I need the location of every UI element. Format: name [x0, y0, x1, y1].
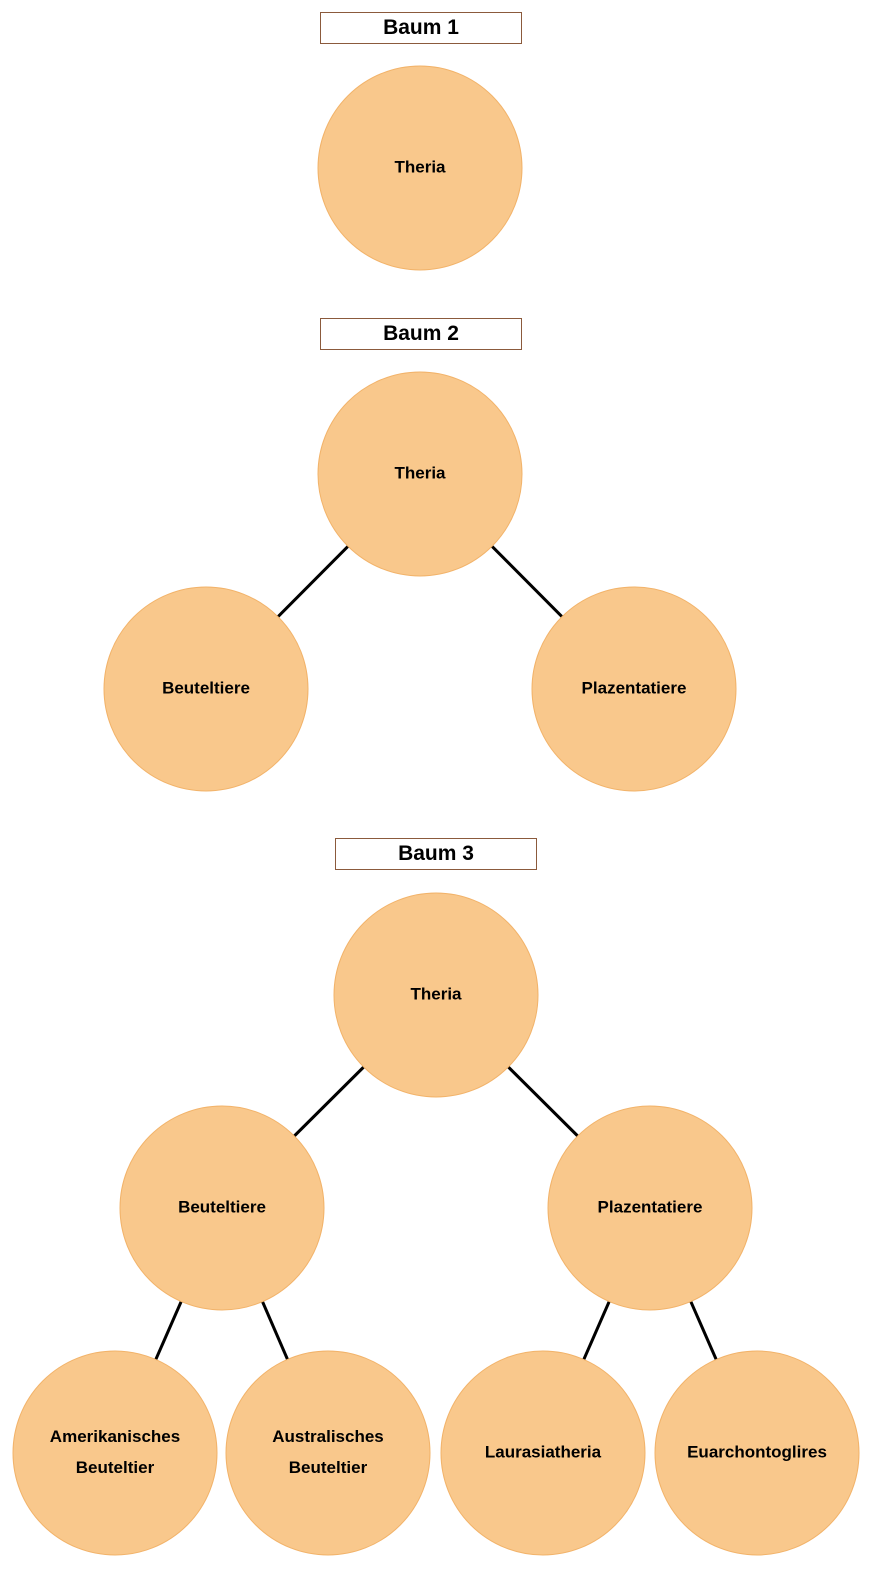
edge-t3-plazentatiere-to-t3-laurasiatheria: [582, 1300, 611, 1361]
node-t3-euarchontoglires: Euarchontoglires: [654, 1350, 860, 1556]
node-circle: [119, 1105, 325, 1311]
node-label: Theria: [410, 984, 462, 1003]
node-label: Plazentatiere: [582, 678, 687, 697]
node-t2-beuteltiere: Beuteltiere: [103, 586, 309, 792]
node-label: Theria: [394, 463, 446, 482]
edge-t3-theria-to-t3-beuteltiere: [293, 1065, 365, 1138]
node-circle: [547, 1105, 753, 1311]
node-circle: [333, 892, 539, 1098]
node-t3-laurasiatheria: Laurasiatheria: [440, 1350, 646, 1556]
edge-t3-beuteltiere-to-t3-australisch: [261, 1301, 289, 1360]
node-t3-beuteltiere: Beuteltiere: [119, 1105, 325, 1311]
node-circle: [317, 371, 523, 577]
node-label: Beuteltiere: [162, 678, 250, 697]
node-label: Amerikanisches: [50, 1427, 180, 1446]
node-label: Theria: [394, 157, 446, 176]
node-label: Beuteltiere: [178, 1197, 266, 1216]
edges-layer: [154, 545, 718, 1361]
edge-t2-theria-to-t2-beuteltiere: [276, 545, 350, 618]
node-t1-theria: Theria: [317, 65, 523, 271]
node-label: Beuteltier: [289, 1458, 368, 1477]
tree-title-baum-2: Baum 2: [320, 318, 522, 350]
edge-t3-plazentatiere-to-t3-euarchontoglires: [689, 1300, 718, 1361]
node-t3-theria: Theria: [333, 892, 539, 1098]
edge-t2-theria-to-t2-plazentatiere: [490, 545, 564, 618]
node-t2-theria: Theria: [317, 371, 523, 577]
node-circle: [654, 1350, 860, 1556]
node-circle: [12, 1350, 218, 1556]
node-t2-plazentatiere: Plazentatiere: [531, 586, 737, 792]
node-label: Euarchontoglires: [687, 1442, 827, 1461]
node-circle: [317, 65, 523, 271]
node-label: Australisches: [272, 1427, 384, 1446]
node-label: Plazentatiere: [598, 1197, 703, 1216]
node-circle: [103, 586, 309, 792]
node-t3-plazentatiere: Plazentatiere: [547, 1105, 753, 1311]
node-label: Laurasiatheria: [485, 1442, 602, 1461]
node-circle: [531, 586, 737, 792]
node-circle: [225, 1350, 431, 1556]
tree-title-baum-3: Baum 3: [335, 838, 537, 870]
edge-t3-beuteltiere-to-t3-amerikanisch: [154, 1300, 183, 1361]
edge-t3-theria-to-t3-plazentatiere: [507, 1065, 579, 1138]
node-label: Beuteltier: [76, 1458, 155, 1477]
tree-title-baum-1: Baum 1: [320, 12, 522, 44]
node-circle: [440, 1350, 646, 1556]
